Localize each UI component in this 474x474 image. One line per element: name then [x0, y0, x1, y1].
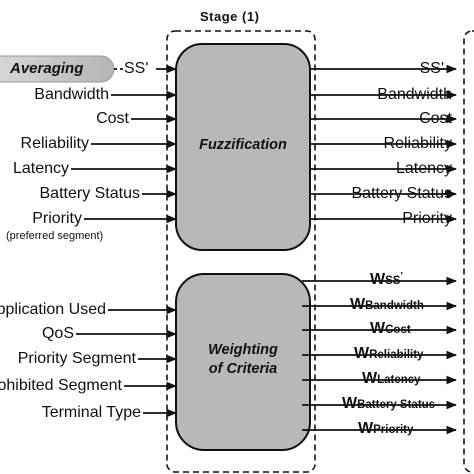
output-ss: SS' [419, 60, 444, 77]
input-priority-segment: Priority Segment [17, 350, 136, 367]
stage-title: Stage (1) [200, 9, 260, 24]
stage-boundary [166, 30, 316, 473]
input-bandwidth: Bandwidth [34, 86, 109, 103]
weight-reliability: WReliability [354, 345, 424, 362]
input-prohibited-segment: Prohibited Segment [0, 377, 122, 394]
output-cost: Cost [419, 110, 452, 127]
weight-priority: WPriority [358, 420, 414, 437]
input-priority-note: (preferred segment) [6, 230, 104, 242]
weight-latency: WLatency [362, 370, 421, 387]
input-priority: Priority [32, 210, 82, 227]
fuzzification-label: Fuzzification [199, 137, 287, 153]
weight-ss: WSS' [370, 271, 403, 288]
connector-arrows [71, 64, 458, 435]
weight-cost: WCost [370, 320, 411, 337]
ss-input-label: SS' [124, 60, 149, 77]
input-qos: QoS [41, 325, 74, 342]
input-reliability: Reliability [20, 135, 89, 152]
output-reliability: Reliability [383, 135, 452, 152]
weighting-label-line-1: Weighting [208, 342, 278, 358]
weight-battery-status: WBattery Status [342, 395, 436, 412]
output-priority: Priority [402, 210, 452, 227]
input-terminal-type: Terminal Type [41, 404, 141, 421]
output-battery-status: Battery Status [351, 185, 453, 202]
output-latency: Latency [395, 160, 452, 177]
averaging-label: Averaging [10, 60, 84, 77]
input-cost: Cost [96, 110, 129, 127]
input-battery-status: Battery Status [39, 185, 141, 202]
next-stage-boundary [463, 30, 474, 473]
weighting-label-line-2: of Criteria [208, 361, 278, 377]
input-latency: Latency [12, 160, 69, 177]
input-application-used: Application Used [0, 301, 106, 318]
output-bandwidth: Bandwidth [377, 86, 452, 103]
weight-bandwidth: WBandwidth [350, 296, 424, 313]
